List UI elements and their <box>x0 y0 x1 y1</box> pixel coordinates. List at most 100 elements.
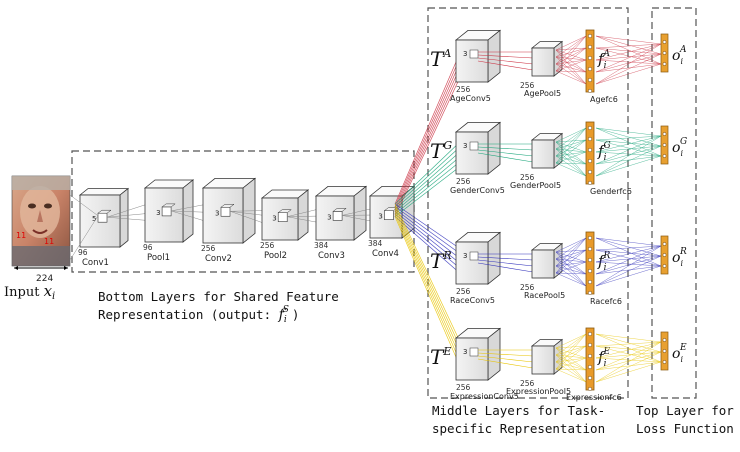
neuron <box>588 291 592 295</box>
fc6-column-g <box>586 122 594 184</box>
kernel-size-label: 3 <box>463 348 467 356</box>
neuron <box>588 34 592 38</box>
fc6-name: Genderfc6 <box>590 187 632 196</box>
fc6-column-r <box>586 232 594 294</box>
neuron <box>588 45 592 49</box>
conv5-channels: 256 <box>456 85 471 94</box>
neuron <box>588 56 592 60</box>
kernel-cube <box>384 211 393 220</box>
layer-name-pool2: Pool2 <box>264 251 287 261</box>
dense-line <box>556 369 586 370</box>
top-caption-line2: Loss Function <box>636 421 734 436</box>
neuron <box>588 365 592 369</box>
neuron <box>588 247 592 251</box>
middle-layers-group: TA3256AgeConv5256AgePool5fiAAgefc6oiATG3… <box>395 30 687 402</box>
kernel-cube <box>98 213 107 222</box>
pool5-name: GenderPool5 <box>510 181 561 190</box>
neuron <box>588 126 592 130</box>
fc6-column-a <box>586 30 594 92</box>
kernel-cube <box>470 50 478 58</box>
layer-channels: 256 <box>260 241 275 250</box>
output-label-e: oiE <box>672 343 687 364</box>
task-symbol-a: TA <box>430 47 451 71</box>
layer-channels: 96 <box>143 243 153 252</box>
conv5-channels: 256 <box>456 287 471 296</box>
pool5-name: AgePool5 <box>524 89 561 98</box>
neuron <box>588 354 592 358</box>
layer-channels: 96 <box>78 248 88 257</box>
layer-name-conv2: Conv2 <box>205 254 232 264</box>
neuron <box>663 132 666 135</box>
input-kernel-mark-right: 11 <box>44 237 54 246</box>
bottom-caption-line1: Bottom Layers for Shared Feature <box>98 289 339 304</box>
kernel-cube <box>333 211 342 220</box>
kernel-size-label: 3 <box>156 209 160 217</box>
layer-channels: 384 <box>314 241 329 250</box>
middle-caption-line1: Middle Layers for Task- <box>432 403 605 418</box>
output-label-g: oiG <box>672 137 687 158</box>
kernel-size-label: 3 <box>463 142 467 150</box>
neuron <box>588 258 592 262</box>
dense-line <box>556 163 586 164</box>
kernel-cube <box>470 348 478 356</box>
kernel-size-label: 3 <box>215 209 219 217</box>
dense-line <box>556 71 586 84</box>
dense-line <box>556 71 586 72</box>
output-label-r: oiR <box>672 247 687 268</box>
kernel-size-label: 3 <box>463 50 467 58</box>
neuron <box>588 137 592 141</box>
pool5-name: RacePool5 <box>524 291 565 300</box>
dense-line <box>556 273 586 286</box>
pool5-name: ExpressionPool5 <box>506 387 571 396</box>
neuron <box>663 51 666 54</box>
input-label: Input xi <box>4 282 55 302</box>
layer-name-pool1: Pool1 <box>147 253 170 263</box>
neuron <box>588 376 592 380</box>
neuron <box>588 269 592 273</box>
task-symbol-r: TR <box>430 249 452 273</box>
kernel-cube <box>278 213 287 222</box>
bottom-caption-line2: Representation (output: fiS) <box>98 305 299 325</box>
neuron <box>588 67 592 71</box>
conv5-name: AgeConv5 <box>450 94 491 103</box>
kernel-size-label: 3 <box>378 213 382 221</box>
input-kernel-mark-left: 11 <box>16 231 26 240</box>
neuron <box>663 40 666 43</box>
kernel-cube <box>470 142 478 150</box>
layer-channels: 256 <box>201 244 216 253</box>
conv5-channels: 256 <box>456 383 471 392</box>
kernel-size-label: 3 <box>272 215 276 223</box>
dense-line <box>556 163 586 176</box>
kernel-size-label: 3 <box>463 252 467 260</box>
neuron <box>588 181 592 185</box>
neuron <box>663 338 666 341</box>
neuron <box>663 253 666 256</box>
neuron <box>663 62 666 65</box>
layer-name-conv3: Conv3 <box>318 251 345 261</box>
dense-line <box>556 273 586 274</box>
top-layer-box <box>652 8 696 398</box>
kernel-cube <box>470 252 478 260</box>
neuron <box>588 170 592 174</box>
kernel-cube <box>162 207 171 216</box>
neuron <box>588 332 592 336</box>
neuron <box>588 280 592 284</box>
neuron <box>588 343 592 347</box>
middle-caption-line2: specific Representation <box>432 421 605 436</box>
layer-channels: 384 <box>368 239 383 248</box>
fc6-name: Agefc6 <box>590 95 618 104</box>
output-label-a: oiA <box>672 45 687 66</box>
bottom-layers-group: 5Conv1963Pool1963Conv22563Pool22563Conv3… <box>70 178 414 268</box>
input-face-image <box>12 176 70 270</box>
neuron <box>663 143 666 146</box>
neuron <box>588 89 592 93</box>
dense-line <box>556 369 586 382</box>
neuron <box>663 360 666 363</box>
neuron <box>663 154 666 157</box>
neuron <box>588 148 592 152</box>
neuron <box>663 264 666 267</box>
top-caption-line1: Top Layer for <box>636 403 734 418</box>
layer-name-conv4: Conv4 <box>372 249 399 259</box>
